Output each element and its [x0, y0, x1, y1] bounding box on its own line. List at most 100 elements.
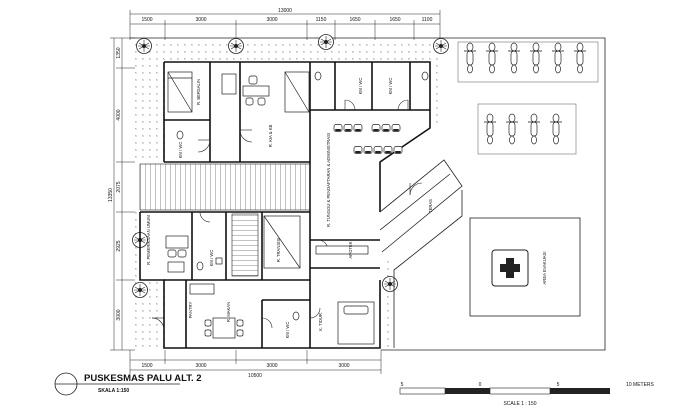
evacuation-area: AREA EVAKUASI — [469, 217, 581, 317]
scale-tick-4: 10 METERS — [626, 382, 654, 388]
chair-icon — [167, 249, 177, 258]
dim-bottom-2: 3000 — [195, 363, 206, 369]
furniture — [165, 71, 429, 345]
dim-top-6: 1650 — [389, 17, 400, 23]
label-apotek: APOTEK — [348, 241, 353, 258]
sink-icon — [215, 257, 223, 265]
label-km-wc-5: KM / WC — [285, 322, 290, 339]
chair-icon — [333, 124, 343, 132]
label-pemeriksaan: R. PEMERIKSAAN UMUM — [146, 215, 151, 265]
stairs — [139, 163, 311, 277]
chair-icon — [236, 329, 244, 337]
dim-top-7: 1100 — [422, 17, 433, 23]
toilet-icon — [314, 71, 322, 81]
dim-bottom-total: 10500 — [248, 373, 262, 379]
scale-tick-2: 0 — [479, 382, 482, 388]
kitchen-counter-icon — [189, 283, 215, 295]
scale-tick-3: 5 — [557, 382, 560, 388]
label-makan: R. MAKAN — [226, 302, 231, 322]
door-swings — [151, 99, 423, 331]
terrace-ramp — [379, 159, 463, 348]
chair-icon — [353, 146, 363, 154]
label-km-wc-4: KM / WC — [209, 250, 214, 267]
label-kia-kb: R. KIA & KB — [268, 125, 273, 148]
tree-icon — [228, 38, 244, 54]
tree-icon — [318, 34, 334, 50]
dining-table-icon — [212, 317, 236, 339]
scale-tick-1: 5 — [401, 382, 404, 388]
building-walls — [139, 61, 431, 349]
dim-left-3: 2075 — [116, 181, 122, 192]
motorcycle-icon — [529, 42, 543, 74]
label-km-wc-2: KM / WC — [358, 78, 363, 95]
scale-bar: 5 0 5 10 METERS SCALE 1 : 150 — [399, 382, 655, 407]
label-evakuasi: AREA EVAKUASI — [542, 252, 547, 285]
tree-icon — [132, 282, 148, 298]
label-teras: TERAS — [428, 199, 433, 213]
site-boundary — [130, 37, 606, 351]
label-bersalin: R. BERSALIN — [196, 79, 201, 105]
chair-icon — [391, 124, 401, 132]
chair-icon — [363, 146, 373, 154]
desk-icon — [242, 85, 270, 97]
dim-top-4: 1150 — [316, 17, 327, 23]
motorcycle-icon — [549, 113, 563, 145]
waiting-chairs — [333, 124, 403, 154]
motorcycle-icon — [505, 113, 519, 145]
label-tunggu: R. TUNGGU & PENDAFTARAN & ADMINISTRASI — [326, 133, 331, 227]
label-pantry: PANTRY — [188, 301, 193, 318]
dim-top-3: 3000 — [266, 17, 277, 23]
label-km-wc-1: KM / WC — [178, 142, 183, 159]
motorcycle-icon — [573, 42, 587, 74]
desk-icon — [165, 235, 189, 249]
toilet-icon — [292, 311, 300, 321]
motorcycle-icon — [551, 42, 565, 74]
dim-top-total: 13000 — [278, 8, 292, 14]
chair-icon — [371, 124, 381, 132]
scale-label: SCALE 1 : 150 — [503, 401, 536, 407]
motorcycle-icon — [463, 42, 477, 74]
label-tidur: K. TIDUR — [318, 313, 323, 331]
dim-bottom-3: 3000 — [266, 363, 277, 369]
tree-icon — [433, 38, 449, 54]
chair-icon — [236, 319, 244, 327]
plan-scale-note: SKALA 1:150 — [98, 388, 129, 394]
title-block: PUSKESMAS PALU ALT. 2 SKALA 1:150 — [54, 372, 202, 396]
motorcycle-icon — [485, 42, 499, 74]
chair-icon — [343, 124, 353, 132]
chair-icon — [353, 124, 363, 132]
chair-icon — [257, 97, 266, 106]
room-labels: R. BERSALIN R. KIA & KB KM / WC KM / WC … — [146, 78, 433, 339]
dim-left-1: 1350 — [116, 47, 122, 58]
chair-icon — [373, 146, 383, 154]
tree-icon — [136, 38, 152, 54]
toilet-icon — [196, 261, 204, 271]
tree-icon — [382, 276, 398, 292]
dim-top-1: 1500 — [141, 17, 152, 23]
chair-icon — [177, 249, 187, 258]
dim-bottom-1: 1500 — [141, 363, 152, 369]
motorcycle-parking — [457, 41, 599, 155]
dim-left-5: 3000 — [116, 309, 122, 320]
motorcycle-icon — [483, 113, 497, 145]
dim-top-5: 1650 — [349, 17, 360, 23]
dimension-lines — [110, 10, 441, 374]
dim-left-total: 13350 — [108, 188, 114, 202]
dim-left-4: 2925 — [116, 240, 122, 251]
toilet-icon — [421, 71, 429, 81]
label-km-wc-3: KM / WC — [388, 78, 393, 95]
dim-bottom-4: 3000 — [338, 363, 349, 369]
chair-icon — [245, 97, 254, 106]
chair-icon — [381, 124, 391, 132]
dim-top-2: 3000 — [195, 17, 206, 23]
counter-icon — [315, 245, 369, 255]
plan-title: PUSKESMAS PALU ALT. 2 — [84, 373, 202, 384]
chair-icon — [383, 146, 393, 154]
dimension-labels: 13000 1500 3000 3000 1150 1650 1650 1100… — [108, 8, 433, 379]
motorcycle-icon — [507, 42, 521, 74]
label-transisi: R. TRANSISI — [276, 238, 281, 263]
cabinet-icon — [167, 261, 185, 273]
chair-icon — [204, 329, 212, 337]
motorcycle-icon — [527, 113, 541, 145]
